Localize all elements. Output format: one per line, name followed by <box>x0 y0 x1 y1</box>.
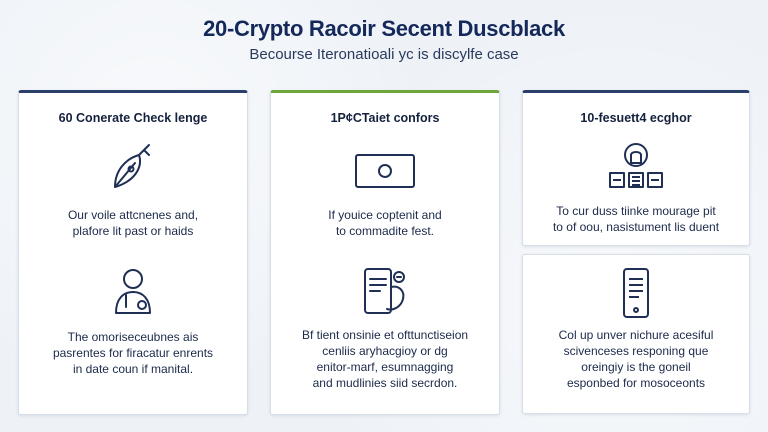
card-right-bottom: Col up unver nichure acesiful scivencese… <box>522 254 750 414</box>
card-title: 60 Conerate Check lenge <box>58 111 208 125</box>
phone-device-icon <box>623 268 649 318</box>
card-text: To cur duss tiinke mourage pit to of oou… <box>552 204 720 234</box>
card-text: If youice coptenit and to commadite fest… <box>328 208 442 238</box>
page-title: 20-Crypto Racoir Secent Duscblack <box>203 16 565 41</box>
card-screen-icon <box>355 154 415 188</box>
card-text: Bf tient onsinie et ofttunctiseion cenli… <box>301 328 469 390</box>
user-badge-icon <box>115 269 151 314</box>
card-center: 1P¢CTaiet confors If youice coptenit and… <box>270 90 500 415</box>
card-text: Col up unver nichure acesiful scivencese… <box>558 328 714 390</box>
card-text: The omoriseceubnes ais pasrentes for fir… <box>52 330 214 376</box>
card-title: 10-fesuett4 ecghor <box>580 111 692 125</box>
lock-servers-icon <box>609 143 663 188</box>
pen-nib-icon <box>114 144 150 188</box>
page-subtitle: Becourse Iteronatioali yc is discylfe ca… <box>249 46 519 63</box>
card-text: Our voile attcnenes and, plafore lit pas… <box>67 208 199 238</box>
card-left: 60 Conerate Check lenge Our voile attcne… <box>18 90 248 415</box>
phone-hand-icon <box>364 268 405 314</box>
card-right-top: 10-fesuett4 ecghor To cur duss tiinke mo… <box>522 90 750 246</box>
card-title: 1P¢CTaiet confors <box>330 111 440 125</box>
